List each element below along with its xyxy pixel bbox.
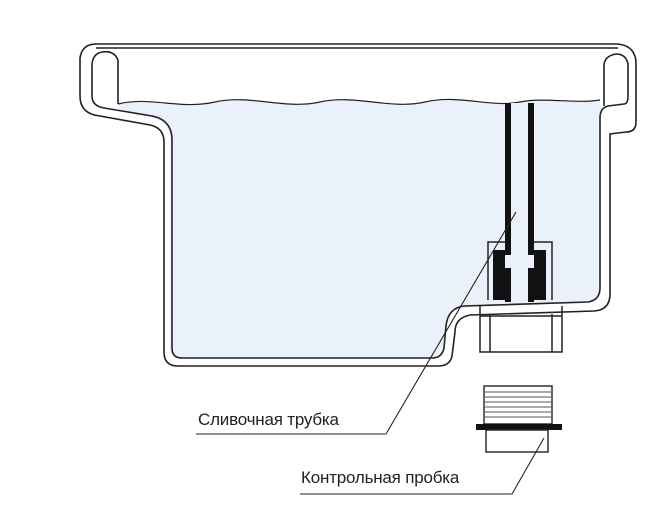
water-fill <box>118 99 600 359</box>
socket-right-collar <box>534 250 546 300</box>
drain-tube-right-wall <box>528 103 534 255</box>
drain-tube-inner <box>511 103 528 255</box>
drain-tube-left-wall <box>505 103 511 255</box>
control-plug-leader <box>300 437 545 495</box>
socket-inner-right <box>528 268 534 302</box>
socket-left-collar <box>493 250 505 300</box>
water-surface <box>117 98 601 106</box>
control-plug <box>476 385 562 453</box>
tray-outer-outline <box>79 43 637 367</box>
drain-tube-leader <box>196 211 517 435</box>
drain-tube-label: Сливочная трубка <box>198 410 339 429</box>
tube-socket <box>487 241 553 300</box>
drain-outlet <box>479 306 563 353</box>
socket-inner-left <box>505 268 511 302</box>
control-plug-label: Контрольная пробка <box>301 468 460 487</box>
tray-inner-outline <box>91 50 629 359</box>
